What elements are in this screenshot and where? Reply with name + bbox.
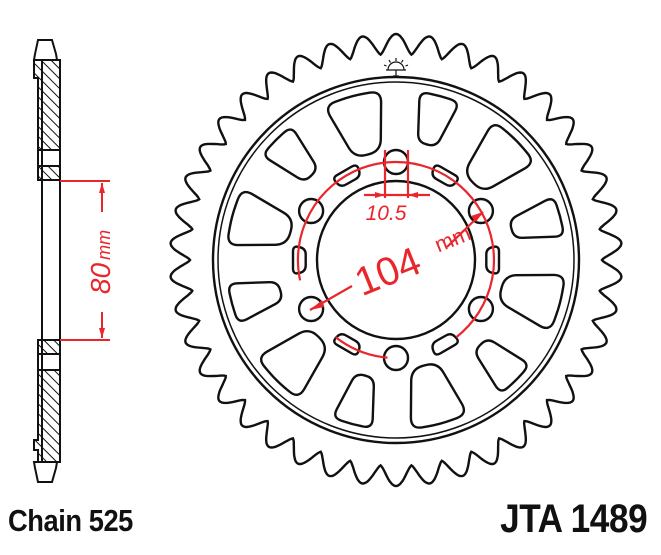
lightening-window xyxy=(409,363,466,429)
bolt-hole xyxy=(297,295,325,323)
side-view-profile xyxy=(32,39,61,483)
sun-logo-icon xyxy=(383,58,409,77)
lightening-window xyxy=(326,91,383,157)
outer-ring-inner xyxy=(217,81,575,439)
slot-window xyxy=(291,245,307,275)
lightening-window xyxy=(260,330,326,396)
slot-window xyxy=(431,164,459,187)
chain-size-caption: Chain 525 xyxy=(8,503,133,538)
svg-text:104: 104 xyxy=(349,239,427,305)
lightening-window xyxy=(466,124,532,190)
slot-window xyxy=(431,333,459,356)
lightening-window xyxy=(509,198,564,240)
lightening-window xyxy=(228,280,283,322)
bolt-holes xyxy=(297,148,495,372)
lightening-window xyxy=(499,273,565,330)
bolt-hole xyxy=(467,197,495,225)
lightening-window xyxy=(475,339,528,392)
lightening-window xyxy=(334,373,376,428)
lightening-window xyxy=(264,128,317,181)
lightening-holes xyxy=(227,91,565,429)
slot-window xyxy=(333,164,361,187)
bolt-hole xyxy=(382,344,410,372)
outer-ring xyxy=(211,75,581,445)
sprocket-front-view xyxy=(169,32,623,488)
part-number-caption: JTA 1489 xyxy=(499,497,648,541)
pcd-label: 104 mm xyxy=(349,220,474,305)
pcd-dimension xyxy=(296,150,496,359)
height-dimension xyxy=(60,180,110,341)
lightening-window xyxy=(416,92,458,147)
lightening-window xyxy=(227,190,293,247)
center-bore xyxy=(315,179,477,341)
bolt-hole xyxy=(467,295,495,323)
height-dimension-label: 80mm xyxy=(85,230,116,294)
sprocket-teeth xyxy=(169,32,623,488)
bolt-hole-size-label: 10.5 xyxy=(366,202,407,225)
bolt-hole xyxy=(297,197,325,225)
